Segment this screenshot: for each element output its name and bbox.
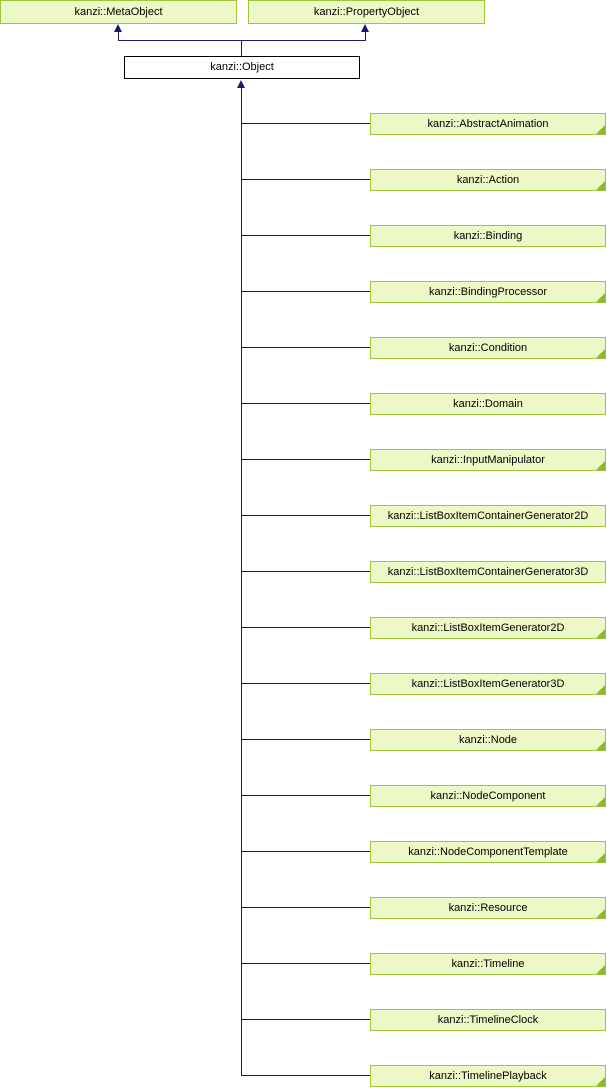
inheritance-edge <box>241 795 370 796</box>
subclass-fold-icon <box>596 741 605 750</box>
class-label: kanzi::PropertyObject <box>313 6 420 18</box>
inheritance-edge <box>241 403 370 404</box>
subclass-fold-icon <box>596 685 605 694</box>
class-label: kanzi::InputManipulator <box>431 454 545 466</box>
class-node-node[interactable]: kanzi::Node <box>370 729 606 751</box>
class-node-timelineplayback[interactable]: kanzi::TimelinePlayback <box>370 1065 606 1087</box>
inheritance-edge <box>241 291 370 292</box>
inheritance-edge <box>241 40 242 56</box>
class-label: kanzi::Domain <box>453 398 523 410</box>
inheritance-edge <box>118 40 366 41</box>
subclass-fold-icon <box>596 181 605 190</box>
class-label: kanzi::MetaObject <box>74 6 163 18</box>
class-node-object[interactable]: kanzi::Object <box>124 56 360 79</box>
class-node-nodecomponenttemplate[interactable]: kanzi::NodeComponentTemplate <box>370 841 606 863</box>
class-node-propertyobject[interactable]: kanzi::PropertyObject <box>248 0 485 24</box>
class-label: kanzi::ListBoxItemGenerator2D <box>411 622 565 634</box>
inheritance-arrowhead-icon <box>361 24 369 32</box>
class-node-listboxitemgenerator3d[interactable]: kanzi::ListBoxItemGenerator3D <box>370 673 606 695</box>
class-label: kanzi::NodeComponent <box>430 790 546 802</box>
class-label: kanzi::Node <box>458 734 518 746</box>
class-label: kanzi::ListBoxItemContainerGenerator2D <box>387 510 589 522</box>
subclass-fold-icon <box>596 909 605 918</box>
subclass-fold-icon <box>596 1077 605 1086</box>
class-node-metaobject[interactable]: kanzi::MetaObject <box>0 0 237 24</box>
inheritance-edge <box>241 571 370 572</box>
inheritance-arrowhead-icon <box>237 80 245 88</box>
class-label: kanzi::BindingProcessor <box>428 286 547 298</box>
class-node-inputmanipulator[interactable]: kanzi::InputManipulator <box>370 449 606 471</box>
subclass-fold-icon <box>596 349 605 358</box>
subclass-fold-icon <box>596 853 605 862</box>
inheritance-edge <box>241 627 370 628</box>
subclass-fold-icon <box>596 293 605 302</box>
inheritance-edge <box>241 1075 370 1076</box>
class-node-condition[interactable]: kanzi::Condition <box>370 337 606 359</box>
inheritance-edge <box>241 179 370 180</box>
class-label: kanzi::Resource <box>448 902 528 914</box>
class-node-nodecomponent[interactable]: kanzi::NodeComponent <box>370 785 606 807</box>
class-node-abstractanimation[interactable]: kanzi::AbstractAnimation <box>370 113 606 135</box>
inheritance-edge <box>365 30 366 41</box>
inheritance-edge <box>241 515 370 516</box>
subclass-fold-icon <box>596 965 605 974</box>
class-label: kanzi::Condition <box>448 342 528 354</box>
inheritance-edge <box>241 123 370 124</box>
class-label: kanzi::TimelineClock <box>437 1014 539 1026</box>
class-node-domain[interactable]: kanzi::Domain <box>370 393 606 415</box>
class-label: kanzi::TimelinePlayback <box>429 1070 547 1082</box>
class-label: kanzi::ListBoxItemGenerator3D <box>411 678 565 690</box>
inheritance-edge <box>241 235 370 236</box>
subclass-fold-icon <box>596 461 605 470</box>
inheritance-edge <box>241 851 370 852</box>
class-node-binding[interactable]: kanzi::Binding <box>370 225 606 247</box>
class-node-bindingprocessor[interactable]: kanzi::BindingProcessor <box>370 281 606 303</box>
class-label: kanzi::Timeline <box>451 958 525 970</box>
class-node-listboxitemcontainergenerator2d[interactable]: kanzi::ListBoxItemContainerGenerator2D <box>370 505 606 527</box>
class-label: kanzi::Binding <box>453 230 523 242</box>
class-label: kanzi::AbstractAnimation <box>427 118 549 130</box>
inheritance-edge <box>241 347 370 348</box>
class-node-resource[interactable]: kanzi::Resource <box>370 897 606 919</box>
inheritance-edge <box>241 739 370 740</box>
subclass-fold-icon <box>596 797 605 806</box>
inheritance-edge <box>241 683 370 684</box>
class-node-timeline[interactable]: kanzi::Timeline <box>370 953 606 975</box>
inheritance-edge <box>241 86 242 1076</box>
inheritance-arrowhead-icon <box>114 24 122 32</box>
subclass-fold-icon <box>596 629 605 638</box>
class-label: kanzi::Object <box>210 61 274 73</box>
class-node-listboxitemgenerator2d[interactable]: kanzi::ListBoxItemGenerator2D <box>370 617 606 639</box>
class-label: kanzi::NodeComponentTemplate <box>408 846 568 858</box>
subclass-fold-icon <box>596 125 605 134</box>
inheritance-edge <box>241 963 370 964</box>
class-label: kanzi::ListBoxItemContainerGenerator3D <box>387 566 589 578</box>
inheritance-edge <box>241 907 370 908</box>
class-node-listboxitemcontainergenerator3d[interactable]: kanzi::ListBoxItemContainerGenerator3D <box>370 561 606 583</box>
inheritance-edge <box>118 30 119 41</box>
inheritance-edge <box>241 1019 370 1020</box>
inheritance-edge <box>241 459 370 460</box>
class-label: kanzi::Action <box>456 174 520 186</box>
class-node-timelineclock[interactable]: kanzi::TimelineClock <box>370 1009 606 1031</box>
class-node-action[interactable]: kanzi::Action <box>370 169 606 191</box>
